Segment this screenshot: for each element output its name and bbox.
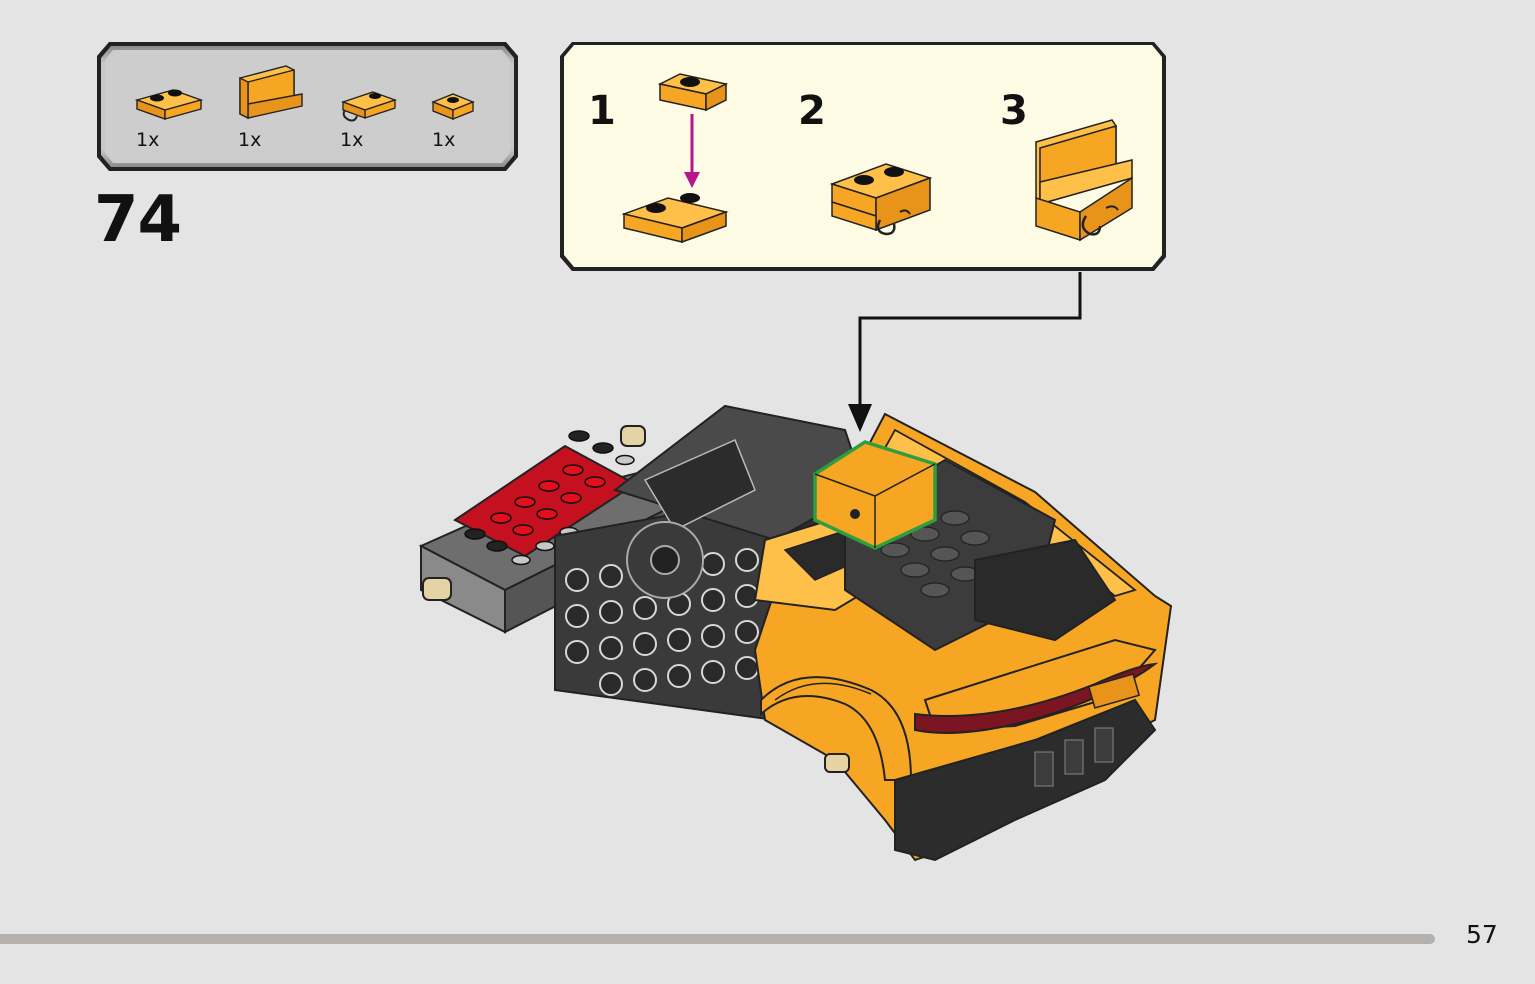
plate-clip-icon [341, 91, 397, 122]
step-number: 74 [94, 183, 182, 257]
plate-1x1-icon [431, 93, 475, 120]
part-qty: 1x [340, 129, 364, 151]
sub-assembly-callout: 1 2 3 [558, 40, 1168, 273]
sub-step-1-illustration [621, 73, 729, 244]
progress-bar [0, 934, 1435, 944]
parts-list-callout: 1x 1x 1x 1x [95, 40, 520, 173]
sub-step-2-illustration [829, 163, 933, 236]
parts-list-frame [97, 42, 518, 171]
page-number: 57 [1466, 920, 1498, 949]
sub-step-number: 1 [588, 88, 616, 134]
sub-step-3-illustration [1035, 119, 1133, 242]
part-qty: 1x [238, 129, 262, 151]
plate-1x2-icon [134, 89, 204, 120]
panel-1x2x1-icon [239, 65, 303, 120]
sub-step-number: 3 [1000, 88, 1028, 134]
car-model-illustration [418, 404, 1173, 862]
part-qty: 1x [432, 129, 456, 151]
sub-step-number: 2 [798, 88, 826, 134]
part-qty: 1x [136, 129, 160, 151]
